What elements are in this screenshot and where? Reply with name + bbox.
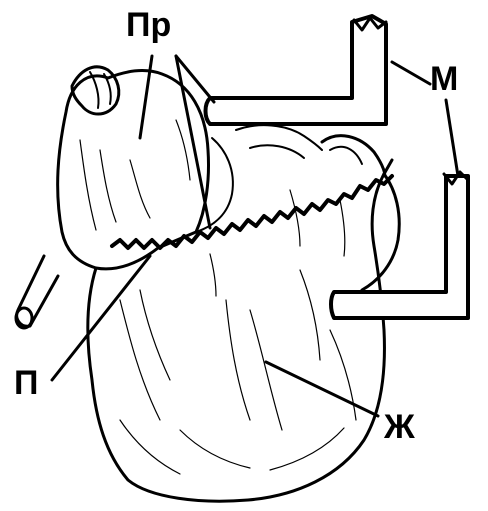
auricle	[72, 67, 119, 114]
leader-zh	[266, 362, 378, 416]
leader-pr-2	[176, 56, 210, 228]
leader-m-2	[446, 100, 458, 176]
leader-m-1	[392, 62, 430, 84]
vessel-left	[17, 256, 58, 326]
label-pr: Пр	[126, 8, 171, 42]
ventricle-outline	[88, 160, 392, 501]
leader-p	[52, 256, 150, 380]
cut-line	[112, 176, 392, 248]
label-p: П	[14, 366, 38, 400]
label-zh: Ж	[384, 410, 415, 444]
label-m: М	[430, 62, 458, 96]
leader-pr-1	[140, 56, 152, 138]
bracket-top	[206, 16, 387, 124]
